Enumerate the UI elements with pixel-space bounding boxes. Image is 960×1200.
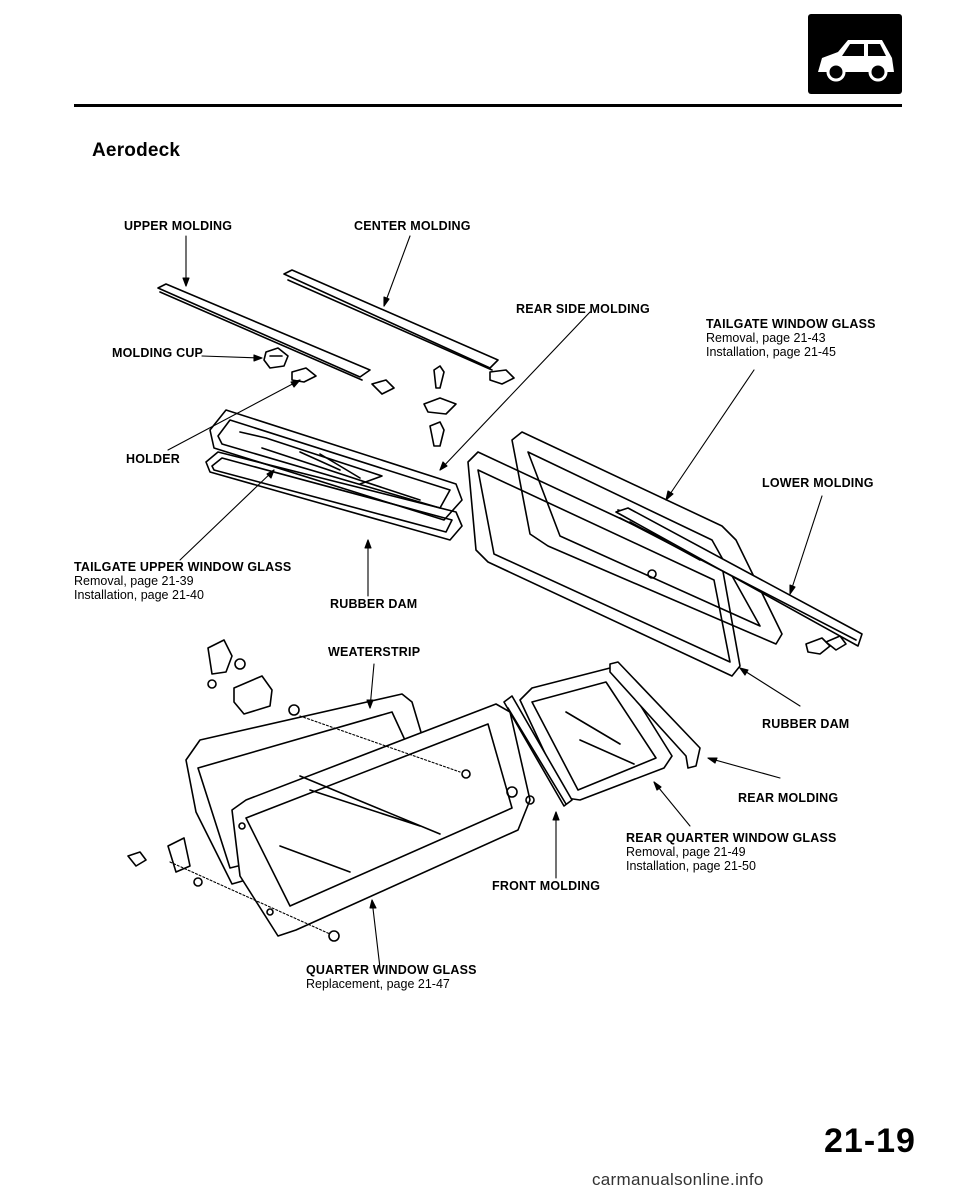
rear-quarter-window-glass-part [519,667,673,801]
front-molding-part [503,695,573,807]
center-molding-part [283,269,499,371]
rubber-dam-upper-part [205,451,463,541]
quarter-window-glass-part [185,693,531,937]
label-tailgate-window-glass: TAILGATE WINDOW GLASS Removal, page 21-4… [706,317,876,359]
section-title: Aerodeck [92,140,181,161]
label-upper-molding: UPPER MOLDING [124,219,233,233]
label-center-molding: CENTER MOLDING [354,219,471,233]
car-icon [808,14,902,94]
clip-fasteners [423,365,457,447]
molding-cup-part [263,347,515,395]
rear-molding-part [609,661,701,769]
label-weatherstrip: WEATERSTRIP [328,645,421,659]
header-rule [74,104,902,107]
leader-lines [167,235,823,969]
lower-molding-part [615,507,863,655]
label-rear-quarter-window-glass: REAR QUARTER WINDOW GLASS Removal, page … [626,831,837,873]
upper-molding-part [157,283,371,381]
rubber-dam-tailgate-part [467,451,741,677]
label-rear-side-molding: REAR SIDE MOLDING [516,302,650,316]
label-quarter-window-glass: QUARTER WINDOW GLASS Replacement, page 2… [306,963,477,991]
label-front-molding: FRONT MOLDING [492,879,601,893]
tailgate-window-glass-part [511,431,783,645]
label-molding-cup: MOLDING CUP [112,346,204,360]
tailgate-upper-window-glass-part [209,409,463,521]
label-rubber-dam-right: RUBBER DAM [762,717,850,731]
label-lower-molding: LOWER MOLDING [762,476,874,490]
label-holder: HOLDER [126,452,180,466]
label-rubber-dam-upper: RUBBER DAM [330,597,418,611]
label-tailgate-upper-window-glass: TAILGATE UPPER WINDOW GLASS Removal, pag… [74,560,292,602]
page-number: 21-19 [824,1122,916,1160]
label-rear-molding: REAR MOLDING [738,791,839,805]
watermark: carmanualsonline.info [592,1170,764,1189]
